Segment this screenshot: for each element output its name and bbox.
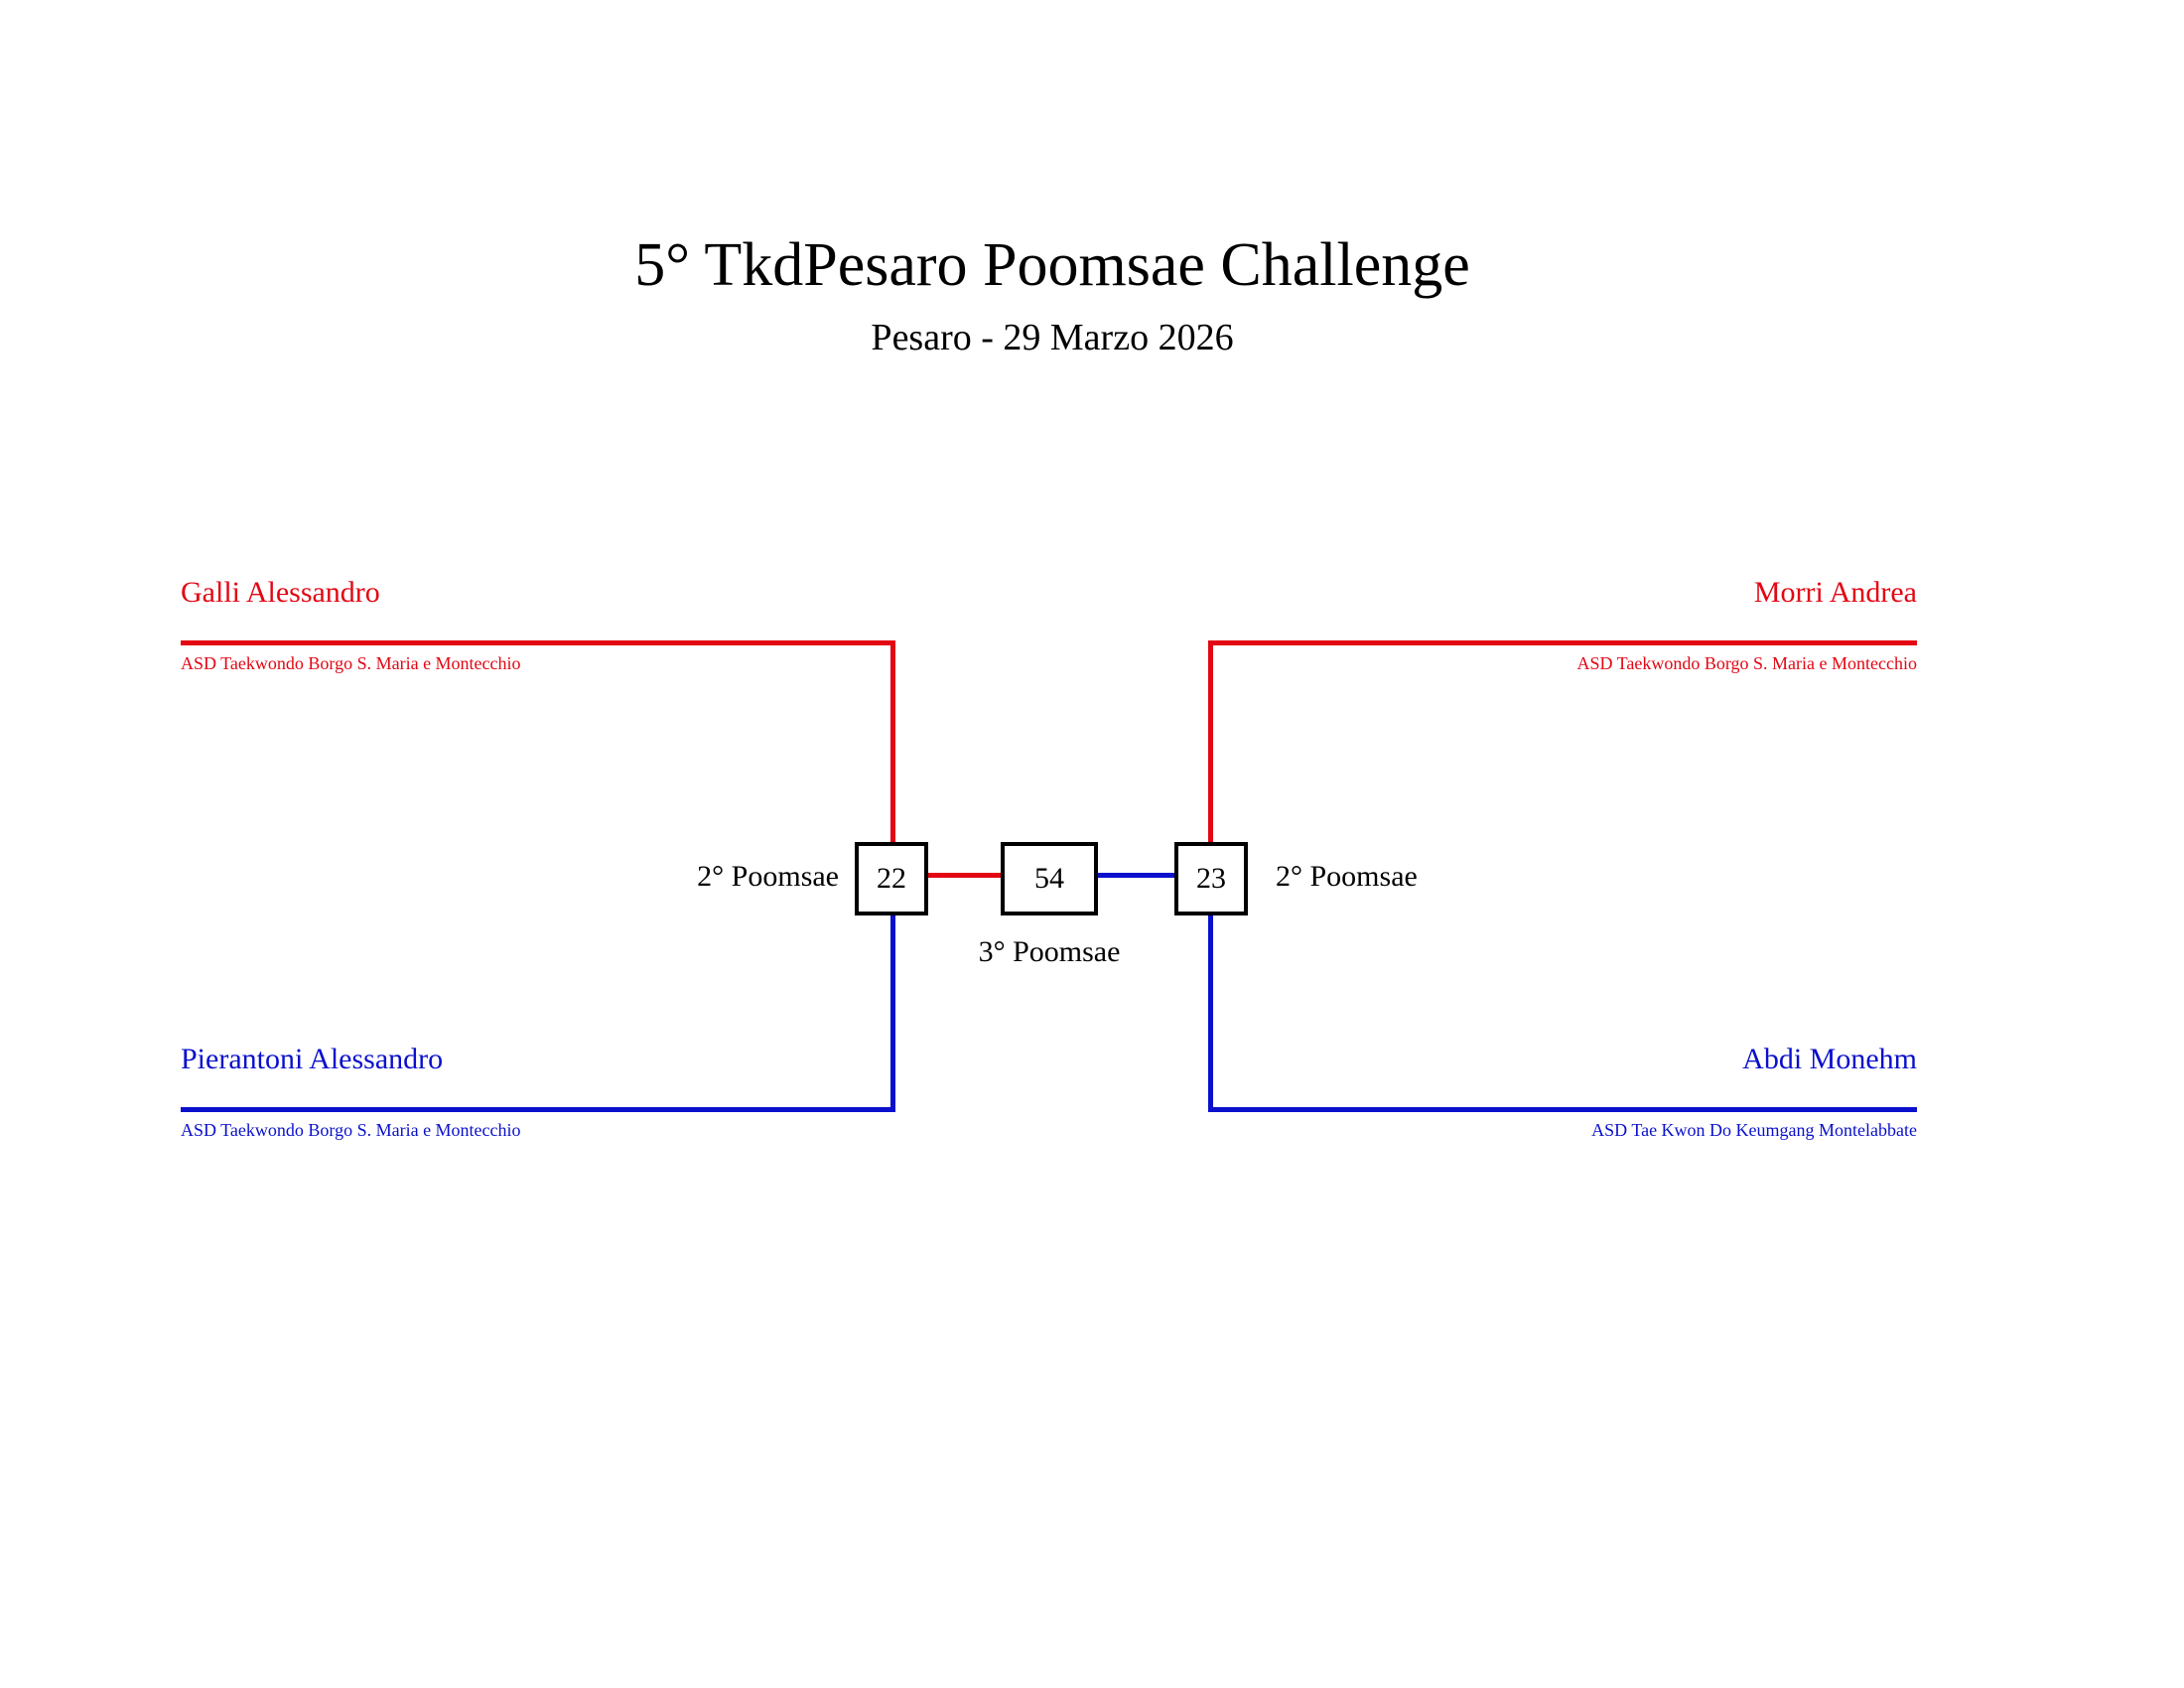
final-round-label: 3° Poomsae: [978, 935, 1121, 968]
left-red-athlete-name: Galli Alessandro: [181, 576, 380, 609]
semifinal-right-match-box: 23: [1174, 842, 1248, 915]
page-subtitle: Pesaro - 29 Marzo 2026: [871, 317, 1234, 358]
semifinal-left-match-box: 22: [855, 842, 928, 915]
page-title: 5° TkdPesaro Poomsae Challenge: [634, 231, 1470, 299]
left-red-vertical-line: [890, 640, 895, 842]
final-blue-connector-line: [1098, 873, 1174, 878]
final-red-connector-line: [928, 873, 1001, 878]
right-blue-athlete-name: Abdi Monehm: [1742, 1043, 1917, 1075]
left-red-athlete-club: ASD Taekwondo Borgo S. Maria e Montecchi…: [181, 653, 521, 673]
right-blue-athlete-club: ASD Tae Kwon Do Keumgang Montelabbate: [1591, 1120, 1917, 1140]
final-match-box: 54: [1001, 842, 1098, 915]
right-blue-horizontal-line: [1208, 1107, 1917, 1112]
right-red-vertical-line: [1208, 640, 1213, 842]
left-blue-horizontal-line: [181, 1107, 895, 1112]
right-round-label: 2° Poomsae: [1276, 860, 1418, 893]
right-red-athlete-club: ASD Taekwondo Borgo S. Maria e Montecchi…: [1576, 653, 1917, 673]
semifinal-left-match-number: 22: [877, 862, 906, 895]
left-blue-athlete-name: Pierantoni Alessandro: [181, 1043, 444, 1075]
right-blue-vertical-line: [1208, 915, 1213, 1112]
final-match-number: 54: [1034, 862, 1064, 895]
left-round-label: 2° Poomsae: [697, 860, 839, 893]
left-blue-athlete-club: ASD Taekwondo Borgo S. Maria e Montecchi…: [181, 1120, 521, 1140]
right-red-athlete-name: Morri Andrea: [1753, 576, 1917, 609]
right-red-horizontal-line: [1208, 640, 1917, 645]
left-red-horizontal-line: [181, 640, 895, 645]
left-blue-vertical-line: [890, 915, 895, 1112]
semifinal-right-match-number: 23: [1196, 862, 1226, 895]
